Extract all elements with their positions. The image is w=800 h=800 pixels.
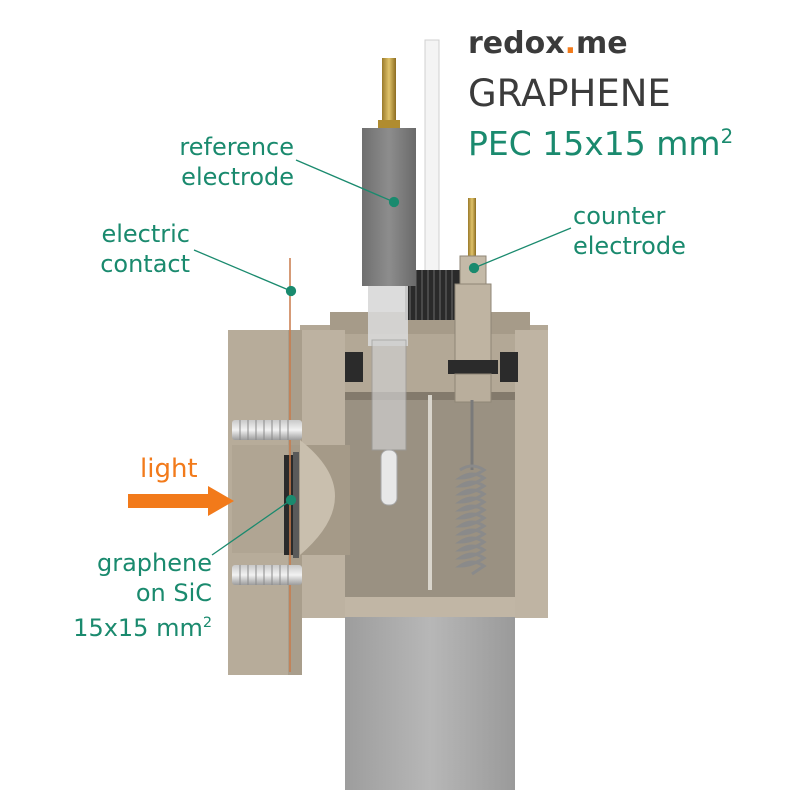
leader-counter xyxy=(473,227,572,269)
reference-electrode xyxy=(362,58,416,506)
light-arrow xyxy=(128,486,234,516)
o-ring-right xyxy=(500,352,518,382)
leader-contact xyxy=(193,249,292,292)
brand-logo: redox.me xyxy=(468,26,628,61)
label-reference-electrode: reference electrode xyxy=(179,133,294,191)
label-electric-contact: electric contact xyxy=(100,220,190,278)
label-counter-electrode: counter electrode xyxy=(573,202,686,260)
dot-reference xyxy=(388,196,400,208)
dot-contact xyxy=(285,285,297,297)
screw-top xyxy=(232,420,302,440)
window-block xyxy=(228,330,350,675)
screw-bottom xyxy=(232,565,302,585)
o-ring-left xyxy=(345,352,363,382)
leader-reference xyxy=(295,159,395,203)
title-line1: GRAPHENE xyxy=(468,72,671,115)
base-block xyxy=(345,615,515,790)
title-line2: PEC 15x15 mm2 xyxy=(468,124,734,163)
white-tube xyxy=(424,39,440,311)
label-light: light xyxy=(140,454,198,484)
leader-graphene xyxy=(211,499,292,556)
label-graphene: graphene on SiC 15x15 mm2 xyxy=(73,549,212,642)
dot-counter xyxy=(468,262,480,274)
dot-graphene xyxy=(285,494,297,506)
